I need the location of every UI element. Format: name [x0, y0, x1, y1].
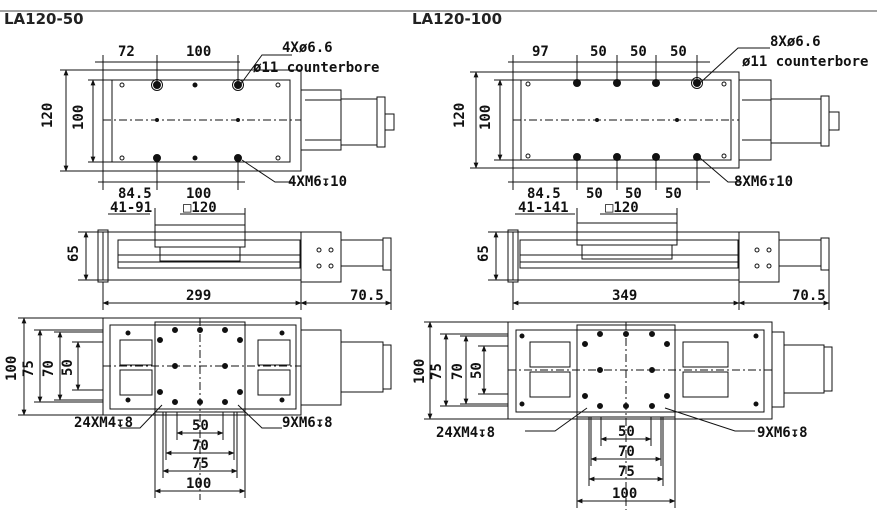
dim-70-side: 70: [41, 360, 57, 377]
left-bottom-view: [18, 317, 392, 500]
dim-72: 72: [118, 44, 135, 60]
note-counterbore: ø11 counterbore: [253, 60, 379, 76]
note-counterbore: ø11 counterbore: [742, 54, 868, 70]
note-m4: 24XM4↧8: [436, 425, 495, 441]
note-tap: 4XM6↧10: [288, 174, 347, 190]
dim-100-bottom: 100: [186, 186, 211, 202]
dim-120: 120: [452, 103, 468, 128]
dim-travel: 41-91: [110, 200, 152, 216]
note-hole: 8Xø6.6: [770, 34, 821, 50]
dim-50-bottom: 50: [192, 418, 209, 434]
dim-100-side: 100: [4, 356, 20, 381]
dim-50-b: 50: [630, 44, 647, 60]
dim-70-5: 70.5: [792, 288, 826, 304]
dim-120: 120: [40, 103, 56, 128]
dim-84-5: 84.5: [118, 186, 152, 202]
note-m6: 9XM6↧8: [757, 425, 808, 441]
note-m4: 24XM4↧8: [74, 415, 133, 431]
dim-square: □120: [183, 200, 217, 216]
note-tap: 8XM6↧10: [734, 174, 793, 190]
dim-70-bottom: 70: [618, 444, 635, 460]
note-m6: 9XM6↧8: [282, 415, 333, 431]
right-top-view: [470, 47, 840, 190]
dim-75-side: 75: [21, 360, 37, 377]
dim-100-top: 100: [186, 44, 211, 60]
dim-50-f: 50: [665, 186, 682, 202]
dim-100-vert: 100: [478, 105, 494, 130]
dim-299: 299: [186, 288, 211, 304]
dim-50-e: 50: [625, 186, 642, 202]
dim-100-bottom-h: 100: [186, 476, 211, 492]
dim-97: 97: [532, 44, 549, 60]
dim-50-bottom: 50: [618, 424, 635, 440]
left-side-view: [78, 208, 392, 310]
dim-100-vert: 100: [71, 105, 87, 130]
dim-349: 349: [612, 288, 637, 304]
right-labels: 97 50 50 50 8Xø6.6 ø11 counterbore 120 1…: [412, 34, 868, 502]
note-hole: 4Xø6.6: [282, 40, 333, 56]
dim-travel: 41-141: [518, 200, 569, 216]
left-labels: 72 100 4Xø6.6 ø11 counterbore 120 100 84…: [4, 40, 384, 492]
right-side-view: [488, 208, 830, 310]
right-model-title: LA120-100: [412, 10, 503, 28]
left-model-title: LA120-50: [4, 10, 84, 28]
dim-50-a: 50: [590, 44, 607, 60]
dim-84-5: 84.5: [527, 186, 561, 202]
dim-70-bottom: 70: [192, 438, 209, 454]
left-top-view: [60, 54, 395, 190]
dim-75-side: 75: [429, 363, 445, 380]
dim-square: □120: [605, 200, 639, 216]
right-bottom-view: [424, 321, 833, 510]
dim-100-bottom-h: 100: [612, 486, 637, 502]
dim-75-bottom: 75: [192, 456, 209, 472]
dim-50-d: 50: [586, 186, 603, 202]
dim-70-5: 70.5: [350, 288, 384, 304]
dim-65: 65: [476, 245, 492, 262]
dim-50-side: 50: [469, 362, 485, 379]
dim-70-side: 70: [450, 363, 466, 380]
dim-75-bottom: 75: [618, 464, 635, 480]
dim-100-side: 100: [412, 359, 428, 384]
dim-50-c: 50: [670, 44, 687, 60]
dim-50-side: 50: [60, 359, 76, 376]
dim-65: 65: [66, 245, 82, 262]
